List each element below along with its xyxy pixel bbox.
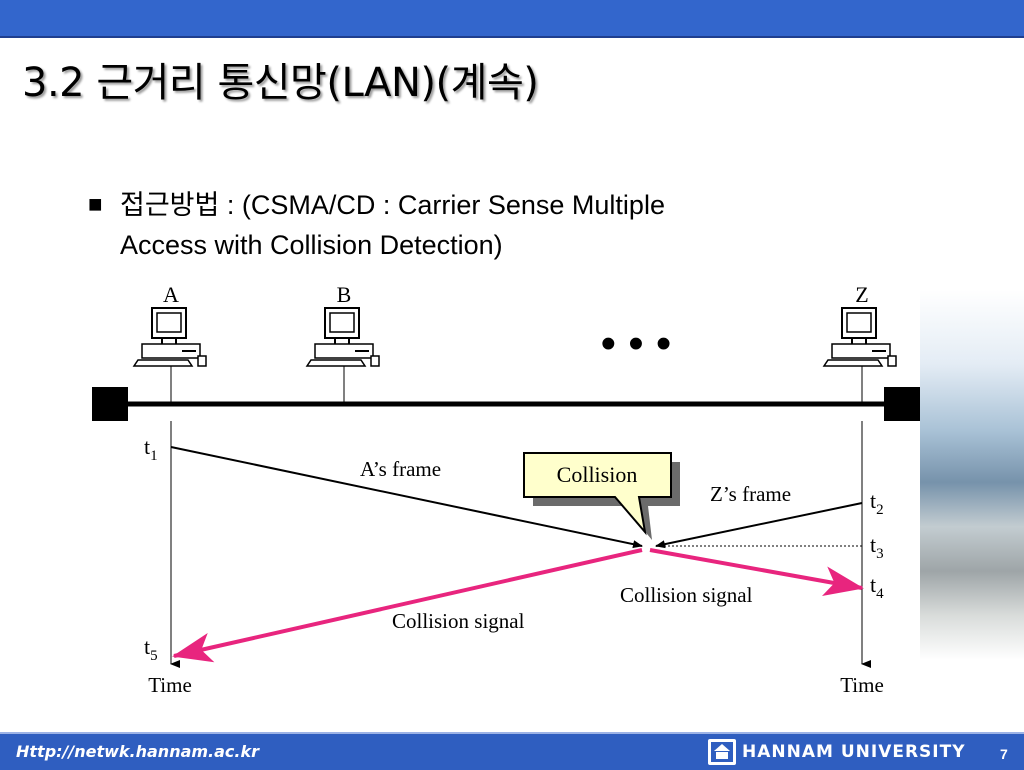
bus-terminator-right	[884, 387, 920, 421]
time-axis-label-left: Time	[148, 673, 192, 697]
university-logo	[708, 739, 736, 765]
station-label-a: A	[163, 282, 179, 307]
collision-signal-right-label: Collision signal	[620, 583, 753, 607]
footer-bar: Http://netwk.hannam.ac.kr HANNAM UNIVERS…	[0, 732, 1024, 770]
collision-callout-text: Collision	[557, 462, 638, 487]
collision-callout: Collision	[523, 452, 680, 540]
page-number: 7	[1000, 746, 1008, 762]
time-label-t2: t2	[870, 488, 884, 518]
slide-title: 3.2 근거리 통신망(LAN)(계속)	[22, 60, 539, 106]
station-label-b: B	[337, 282, 352, 307]
collision-signal-left-arrow	[172, 548, 643, 663]
bullet-line-1: 접근방법 : (CSMA/CD : Carrier Sense Multiple	[120, 190, 665, 220]
time-label-t4: t4	[870, 572, 884, 602]
station-ellipsis: • • •	[601, 319, 672, 368]
collision-signal-right-arrow	[649, 548, 864, 597]
background-photo-strip	[920, 290, 1024, 660]
z-frame-label: Z’s frame	[710, 482, 791, 506]
top-bar	[0, 0, 1024, 38]
bullet-line-2: Access with Collision Detection)	[120, 230, 503, 260]
university-emblem-icon	[711, 742, 733, 762]
footer-url[interactable]: Http://netwk.hannam.ac.kr	[16, 742, 260, 761]
time-label-t1: t1	[144, 434, 158, 464]
computer-icon-b	[305, 307, 380, 367]
z-frame-arrow	[655, 502, 863, 549]
bus-terminator-left	[92, 387, 128, 421]
time-label-t3: t3	[870, 532, 884, 562]
time-axis-label-right: Time	[840, 673, 884, 697]
bullet-marker: ■	[88, 191, 103, 218]
station-label-z: Z	[855, 282, 868, 307]
a-frame-arrow	[170, 446, 643, 549]
time-label-t5: t5	[144, 634, 158, 664]
footer-university-name: HANNAM UNIVERSITY	[742, 742, 966, 762]
collision-signal-left-label: Collision signal	[392, 609, 525, 633]
computer-icon-a	[132, 307, 207, 367]
computer-icon-z	[822, 307, 897, 367]
a-frame-label: A’s frame	[360, 457, 441, 481]
bullet-text: ■ 접근방법 : (CSMA/CD : Carrier Sense Multip…	[88, 185, 848, 265]
